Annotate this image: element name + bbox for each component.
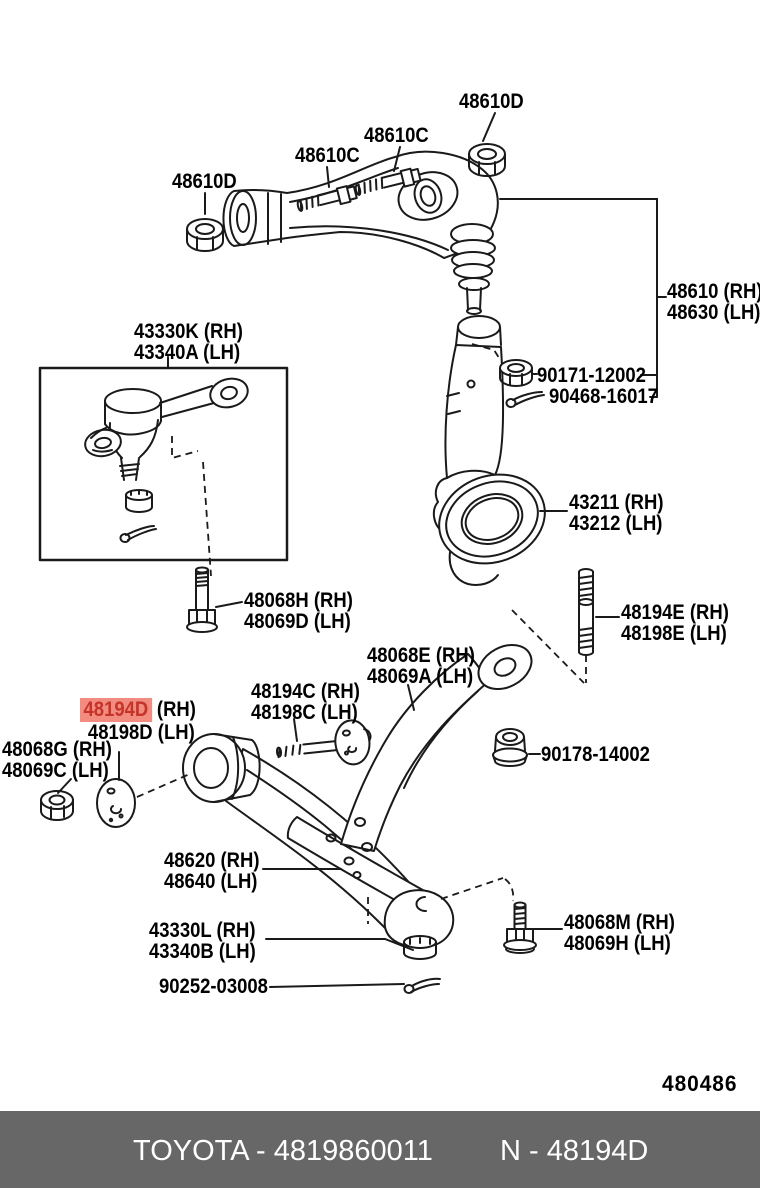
dashed-guide-lines (136, 343, 587, 924)
lower-arm-drawing (182, 733, 455, 960)
steering-knuckle-drawing (432, 315, 546, 586)
label-lower-cotter-pin[interactable]: 90252-03008 (159, 975, 268, 998)
footer-bar: TOYOTA - 4819860011 N - 48194D (0, 1111, 760, 1188)
upper-arm-nut-right-drawing (468, 143, 506, 177)
label-rear-stud[interactable]: 48194E (RH) 48198E (LH) (621, 601, 729, 645)
ball-joint-box (38, 366, 289, 562)
lower-cotter-pin-drawing (403, 977, 441, 994)
cam-bolt-drawing (275, 719, 372, 766)
label-front-arm-bolt[interactable]: 48068H (RH) 48069D (LH) (244, 589, 353, 633)
label-upper-arm-nut-left[interactable]: 48610D (172, 170, 237, 193)
label-cam-plate-highlighted[interactable]: 48194D (RH) 48198D (LH) (80, 698, 196, 743)
label-strut-rod[interactable]: 48068E (RH) 48069A (LH) (367, 644, 475, 688)
upper-cotter-pin-drawing (505, 391, 545, 408)
label-cam-bolt[interactable]: 48194C (RH) 48198C (LH) (251, 680, 360, 724)
label-upper-control-arm[interactable]: 48610 (RH) 48630 (LH) (667, 280, 760, 324)
label-upper-arm-nut-right[interactable]: 48610D (459, 90, 524, 113)
label-upper-arm-bolt-right[interactable]: 48610C (364, 124, 429, 147)
rear-stud-nut-drawing (492, 728, 528, 767)
leader-lines (57, 112, 667, 988)
label-lower-ball-joint-nut[interactable]: 43330L (RH) 43340B (LH) (149, 919, 256, 963)
footer-brand-part-code: TOYOTA - 4819860011 (133, 1135, 433, 1167)
label-rear-arm-bolt[interactable]: 48068M (RH) 48069H (LH) (564, 911, 675, 955)
upper-arm-bolt-right-drawing (354, 167, 422, 196)
front-arm-nut-drawing (40, 790, 74, 821)
camber-nut-drawing (499, 359, 533, 387)
strut-rod-drawing (340, 643, 533, 852)
footer-part-number: N - 48194D (500, 1135, 649, 1167)
front-arm-bolt-drawing (186, 566, 218, 633)
highlighted-part-number[interactable]: 48194D (80, 698, 152, 722)
upper-arm-bolt-left-drawing (296, 185, 358, 212)
label-camber-nut[interactable]: 90171-12002 (537, 364, 646, 387)
rear-stud-drawing (578, 568, 594, 656)
label-steering-knuckle[interactable]: 43211 (RH) 43212 (LH) (569, 491, 664, 535)
upper-arm-nut-left-drawing (186, 218, 224, 252)
label-upper-cotter-pin[interactable]: 90468-16017 (549, 385, 658, 408)
rear-arm-bolt-drawing (503, 901, 537, 954)
label-rear-stud-nut[interactable]: 90178-14002 (541, 743, 650, 766)
label-front-arm-nut[interactable]: 48068G (RH) 48069C (LH) (2, 738, 112, 782)
upper-control-arm-drawing (222, 150, 499, 315)
label-upper-arm-bolt-left[interactable]: 48610C (295, 144, 360, 167)
diagram-line-art (38, 112, 667, 994)
figure-number: 480486 (662, 1071, 738, 1096)
label-lower-ball-joint[interactable]: 43330K (RH) 43340A (LH) (134, 320, 243, 364)
label-lower-arm[interactable]: 48620 (RH) 48640 (LH) (164, 849, 260, 893)
cam-plate-drawing (96, 778, 136, 828)
